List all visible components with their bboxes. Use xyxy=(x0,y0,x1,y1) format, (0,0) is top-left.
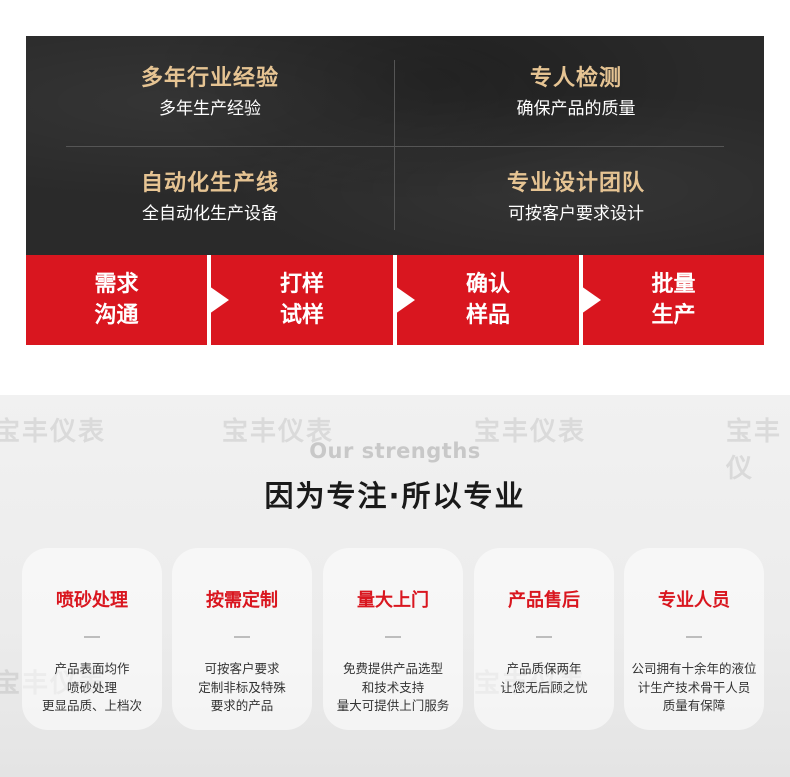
strength-card-aftersales: 产品售后 产品质保两年 让您无后顾之忧 xyxy=(474,548,614,730)
strength-card-custom: 按需定制 可按客户要求 定制非标及特殊 要求的产品 xyxy=(172,548,312,730)
card-line: 喷砂处理 xyxy=(66,679,117,695)
card-line: 质量有保障 xyxy=(662,698,726,713)
card-title: 喷砂处理 xyxy=(56,590,128,611)
card-title: 按需定制 xyxy=(206,590,278,611)
feature-title: 专人检测 xyxy=(529,66,622,91)
feature-subtitle: 多年生产经验 xyxy=(159,99,261,119)
card-line: 定制非标及特殊 xyxy=(198,679,286,695)
feature-experience: 多年行业经验 多年生产经验 xyxy=(60,64,360,122)
card-description: 可按客户要求 定制非标及特殊 要求的产品 xyxy=(164,660,320,716)
strength-card-staff: 专业人员 公司拥有十余年的液位 计生产技术骨干人员 质量有保障 xyxy=(624,548,764,730)
features-panel: 多年行业经验 多年生产经验 专人检测 确保产品的质量 自动化生产线 全自动化生产… xyxy=(26,36,764,255)
strength-card-onsite: 量大上门 免费提供产品选型 和技术支持 量大可提供上门服务 xyxy=(323,548,463,730)
card-title: 产品售后 xyxy=(508,590,580,611)
card-line: 免费提供产品选型 xyxy=(342,661,443,676)
feature-subtitle: 可按客户要求设计 xyxy=(508,204,644,224)
card-line: 更显品质、上档次 xyxy=(41,698,142,713)
feature-automation: 自动化生产线 全自动化生产设备 xyxy=(60,169,360,227)
process-step-mass-production: 批量 生产 xyxy=(583,255,764,345)
divider-vertical xyxy=(394,60,395,230)
step-line: 打样 xyxy=(279,272,324,297)
card-line: 产品质保两年 xyxy=(506,661,582,676)
card-line: 要求的产品 xyxy=(210,698,274,713)
card-description: 免费提供产品选型 和技术支持 量大可提供上门服务 xyxy=(315,660,471,716)
card-divider xyxy=(84,636,100,638)
card-line: 计生产技术骨干人员 xyxy=(637,679,751,695)
arrow-right-icon xyxy=(581,286,601,314)
feature-title: 多年行业经验 xyxy=(140,66,279,91)
card-title: 专业人员 xyxy=(658,590,730,611)
step-line: 批量 xyxy=(651,272,696,297)
card-line: 和技术支持 xyxy=(361,679,425,695)
card-divider xyxy=(536,636,552,638)
card-divider xyxy=(385,636,401,638)
card-description: 产品表面均作 喷砂处理 更显品质、上档次 xyxy=(14,660,170,716)
step-line: 需求 xyxy=(94,272,139,297)
step-line: 确认 xyxy=(465,272,510,297)
process-step-confirm: 确认 样品 xyxy=(397,255,579,345)
step-line: 样品 xyxy=(465,303,510,328)
card-line: 量大可提供上门服务 xyxy=(336,698,450,713)
card-line: 让您无后顾之忧 xyxy=(500,679,588,695)
feature-design-team: 专业设计团队 可按客户要求设计 xyxy=(426,169,726,227)
section-title: 因为专注·所以专业 xyxy=(264,479,526,513)
card-description: 产品质保两年 让您无后顾之忧 xyxy=(466,660,622,697)
section-subtitle: Our strengths xyxy=(309,439,481,463)
step-line: 生产 xyxy=(651,303,696,328)
feature-inspection: 专人检测 确保产品的质量 xyxy=(426,64,726,122)
strength-card-sandblast: 喷砂处理 产品表面均作 喷砂处理 更显品质、上档次 xyxy=(22,548,162,730)
arrow-right-icon xyxy=(395,286,415,314)
feature-subtitle: 全自动化生产设备 xyxy=(142,204,278,224)
card-description: 公司拥有十余年的液位 计生产技术骨干人员 质量有保障 xyxy=(616,660,772,716)
card-title: 量大上门 xyxy=(357,590,429,611)
feature-title: 专业设计团队 xyxy=(506,171,645,196)
divider-horizontal xyxy=(66,146,724,147)
process-step-communicate: 需求 沟通 xyxy=(26,255,207,345)
feature-title: 自动化生产线 xyxy=(140,171,279,196)
card-divider xyxy=(234,636,250,638)
card-divider xyxy=(686,636,702,638)
feature-subtitle: 确保产品的质量 xyxy=(516,99,636,119)
process-steps: 需求 沟通 打样 试样 确认 样品 批量 生产 xyxy=(26,255,764,345)
card-line: 可按客户要求 xyxy=(204,661,280,676)
strengths-section: 宝丰仪表 宝丰仪表 宝丰仪表 宝丰仪 宝丰仪表 宝丰仪表 Our strengt… xyxy=(0,395,790,777)
card-line: 公司拥有十余年的液位 xyxy=(631,661,757,676)
step-line: 沟通 xyxy=(94,303,139,328)
card-line: 产品表面均作 xyxy=(54,661,130,676)
step-line: 试样 xyxy=(279,303,324,328)
arrow-right-icon xyxy=(209,286,229,314)
process-step-sample: 打样 试样 xyxy=(211,255,393,345)
